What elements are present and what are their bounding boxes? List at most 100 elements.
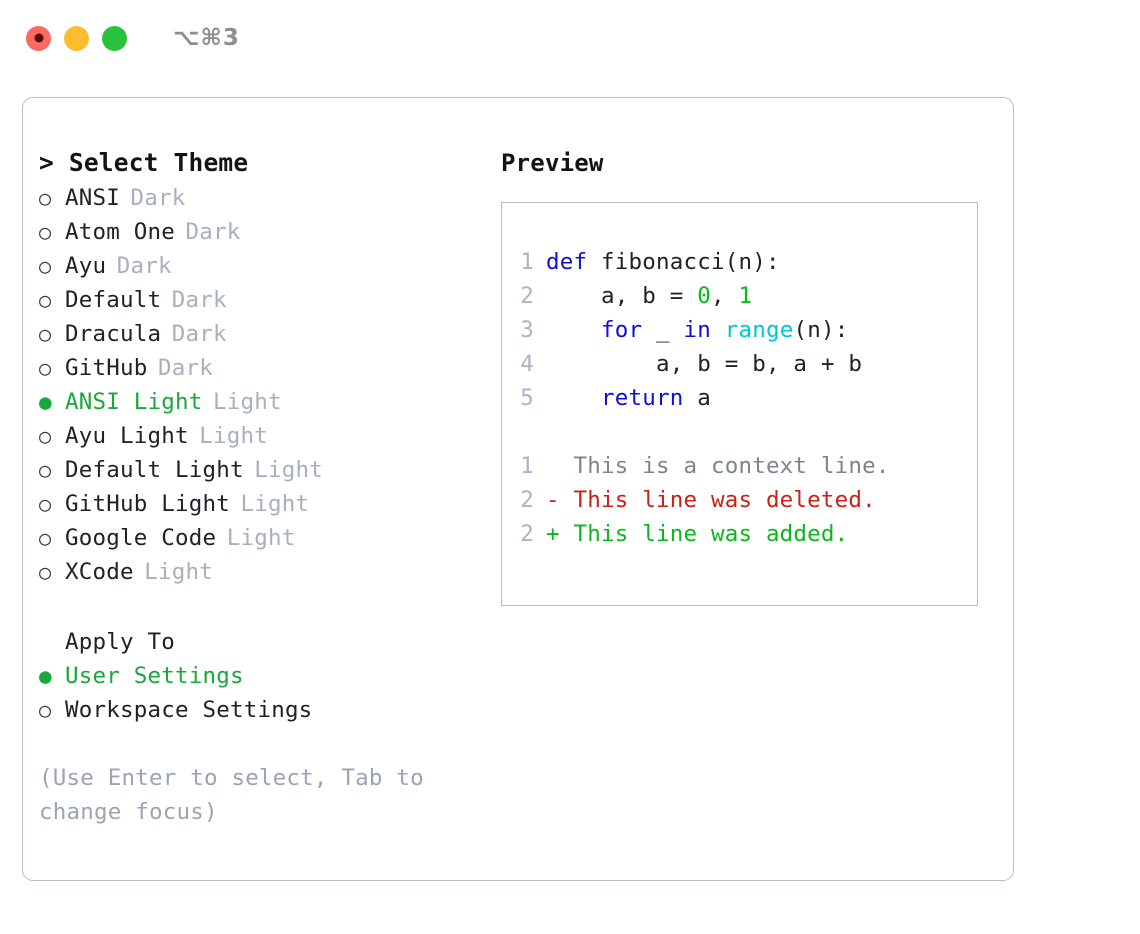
theme-option-row[interactable]: ○ Ayu Light Light [39, 419, 501, 453]
diff-line-number: 2 [520, 521, 534, 547]
code-token-fn: range [724, 317, 794, 343]
apply-to-option-row[interactable]: ● User Settings [39, 659, 501, 693]
theme-kind-label: Dark [185, 219, 241, 245]
code-line-number: 4 [520, 351, 534, 377]
apply-to-option-label: User Settings [65, 663, 244, 689]
theme-name-label: Ayu Light [65, 423, 189, 449]
diff-line-number: 1 [520, 453, 534, 479]
theme-option-row[interactable]: ○ Dracula Dark [39, 317, 501, 351]
apply-to-option-row[interactable]: ○ Workspace Settings [39, 693, 501, 727]
theme-name-label: Default Light [65, 457, 244, 483]
radio-unselected-icon[interactable]: ○ [39, 698, 52, 722]
radio-unselected-icon[interactable]: ○ [39, 288, 52, 312]
theme-option-row[interactable]: ● ANSI Light Light [39, 385, 501, 419]
radio-unselected-icon[interactable]: ○ [39, 424, 52, 448]
code-line-number: 2 [520, 283, 534, 309]
code-line-text: def fibonacci(n): [546, 245, 780, 279]
theme-kind-label: Light [144, 559, 213, 585]
theme-name-label: ANSI Light [65, 389, 203, 415]
radio-unselected-icon[interactable]: ○ [39, 186, 52, 210]
theme-option-row[interactable]: ○ XCode Light [39, 555, 501, 589]
theme-kind-label: Light [226, 525, 296, 551]
theme-option-row[interactable]: ○ Google Code Light [39, 521, 501, 555]
radio-unselected-icon[interactable]: ○ [39, 458, 52, 482]
code-token-plain: a, b = b, a + b [546, 351, 863, 377]
theme-option-row[interactable]: ○ Ayu Dark [39, 249, 501, 283]
traffic-light-group [26, 25, 127, 51]
code-token-plain: (n): [724, 249, 780, 275]
code-token-plain: , [710, 283, 739, 309]
theme-kind-label: Dark [130, 185, 186, 211]
keyboard-hint-text: (Use Enter to select, Tab to change focu… [39, 765, 424, 825]
code-token-kw: return [601, 385, 684, 411]
diff-line-text-del: - This line was deleted. [546, 487, 876, 513]
radio-unselected-icon[interactable]: ○ [39, 560, 52, 584]
code-token-plain: fibonacci [587, 249, 725, 275]
radio-unselected-icon[interactable]: ○ [39, 254, 52, 278]
diff-line: 2+ This line was added. [502, 517, 977, 551]
keyboard-shortcut-label: ⌥⌘3 [173, 25, 240, 51]
radio-selected-icon[interactable]: ● [39, 390, 52, 414]
code-token-plain: a [683, 385, 711, 411]
close-button[interactable] [26, 25, 51, 51]
code-token-kw: for [601, 317, 643, 343]
code-line-text: a, b = b, a + b [546, 347, 862, 381]
code-token-plain [546, 317, 601, 343]
radio-unselected-icon[interactable]: ○ [39, 526, 52, 550]
minimize-button[interactable] [64, 25, 89, 51]
theme-kind-label: Dark [171, 321, 227, 347]
radio-unselected-icon[interactable]: ○ [39, 322, 52, 346]
code-line-text: return a [546, 381, 711, 415]
theme-option-row[interactable]: ○ ANSI Dark [39, 181, 501, 215]
theme-name-label: XCode [65, 559, 134, 585]
theme-kind-label: Light [254, 457, 323, 483]
theme-name-label: ANSI [65, 185, 120, 211]
radio-selected-icon[interactable]: ● [39, 664, 52, 688]
theme-kind-label: Light [199, 423, 268, 449]
code-token-kw: def [546, 249, 588, 275]
code-token-plain: (n): [793, 317, 849, 343]
code-line-number: 3 [520, 317, 534, 343]
theme-option-row[interactable]: ○ Default Dark [39, 283, 501, 317]
diff-line: 1 This is a context line. [502, 449, 977, 483]
preview-title: Preview [501, 149, 604, 177]
apply-to-options[interactable]: ● User Settings ○ Workspace Settings [39, 659, 501, 727]
radio-unselected-icon[interactable]: ○ [39, 356, 52, 380]
theme-name-label: Default [65, 287, 162, 313]
code-token-plain: _ [642, 317, 684, 343]
theme-name-label: Ayu [65, 253, 107, 279]
code-line: 2 a, b = 0, 1 [502, 279, 977, 313]
theme-kind-label: Dark [171, 287, 227, 313]
diff-line: 2- This line was deleted. [502, 483, 977, 517]
apply-to-option-label: Workspace Settings [65, 697, 313, 723]
code-line: 4 a, b = b, a + b [502, 347, 977, 381]
code-token-plain [711, 317, 725, 343]
radio-unselected-icon[interactable]: ○ [39, 492, 52, 516]
maximize-button[interactable] [102, 25, 127, 51]
theme-name-label: Google Code [65, 525, 217, 551]
code-token-num: 0 [697, 283, 711, 309]
apply-to-title: Apply To [65, 629, 175, 655]
code-token-plain [546, 385, 601, 411]
code-token-num: 1 [738, 283, 753, 309]
theme-kind-label: Light [212, 389, 282, 415]
window-titlebar: ⌥⌘3 [0, 0, 1140, 76]
code-line: 5 return a [502, 381, 977, 415]
page-title: > Select Theme [39, 148, 249, 177]
theme-option-row[interactable]: ○ Default Light Light [39, 453, 501, 487]
theme-name-label: GitHub Light [65, 491, 230, 517]
theme-name-label: Dracula [65, 321, 162, 347]
theme-name-label: GitHub [65, 355, 148, 381]
radio-unselected-icon[interactable]: ○ [39, 220, 52, 244]
code-line-text: a, b = 0, 1 [546, 279, 752, 313]
theme-kind-label: Dark [116, 253, 172, 279]
